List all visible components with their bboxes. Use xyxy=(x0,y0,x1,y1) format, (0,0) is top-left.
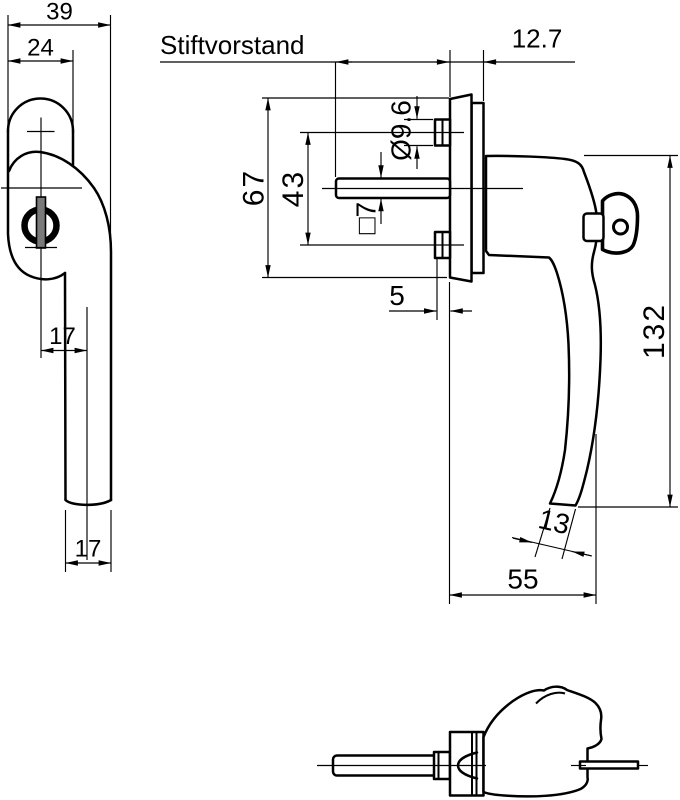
dim-plate-height: 67 xyxy=(238,97,449,279)
key-cylinder xyxy=(21,196,60,249)
key-bow-hole xyxy=(612,218,629,236)
dim-grip-width: 17 xyxy=(64,510,112,572)
dim-grip-offset: 17 xyxy=(40,307,88,560)
dim-spindle-square-label: □7 xyxy=(351,202,382,234)
bottom-view xyxy=(317,685,648,798)
dim-boss-protrusion-label: 5 xyxy=(389,280,405,311)
grip-left-edge xyxy=(63,271,67,502)
extension-line xyxy=(534,507,551,558)
pin-protrusion-label: Stiftvorstand xyxy=(160,30,305,60)
dim-boss-diameter-label: Ø9.6 xyxy=(386,100,417,161)
front-view: 39 24 17 xyxy=(1,0,113,572)
handle-lobe-outline xyxy=(6,129,67,281)
dim-grip-thickness-label: 13 xyxy=(535,503,572,540)
dim-rosette-width: 24 xyxy=(7,35,74,64)
extension-line xyxy=(561,508,577,560)
side-view: Stiftvorstand 12.7 67 43 Ø xyxy=(160,24,678,604)
thumb-rest-line xyxy=(535,691,566,705)
dim-boss-diameter: Ø9.6 xyxy=(386,96,433,169)
keyway-housing xyxy=(582,212,605,243)
key xyxy=(582,191,640,255)
dim-rosette-width-label: 24 xyxy=(27,35,54,62)
handle-side-outline xyxy=(484,154,603,507)
handle-bottom-outline xyxy=(482,685,603,798)
dim-handle-length-label: 132 xyxy=(638,303,671,359)
arrowhead-line xyxy=(571,550,592,557)
dim-pin-protrusion: Stiftvorstand 12.7 xyxy=(160,24,575,177)
dim-overall-width: 39 xyxy=(7,0,111,28)
dim-screw-spacing-label: 43 xyxy=(277,170,310,207)
dim-screw-spacing: 43 xyxy=(277,132,311,246)
keyway-slot xyxy=(35,196,47,249)
dim-overall-width-label: 39 xyxy=(46,0,73,26)
dim-projection-label: 55 xyxy=(507,564,538,595)
grip-bottom-edge xyxy=(64,498,113,507)
dim-handle-length: 132 xyxy=(578,154,678,508)
dim-grip-width-label: 17 xyxy=(75,536,102,563)
dim-projection: 55 xyxy=(448,282,597,604)
dim-grip-offset-label: 17 xyxy=(49,323,76,350)
rosette-top-arc xyxy=(6,97,75,133)
dim-plate-height-label: 67 xyxy=(238,169,271,206)
dim-grip-thickness: 13 xyxy=(511,503,593,560)
dim-spindle-square: □7 xyxy=(351,152,384,234)
rosette-block xyxy=(448,730,485,797)
dim-boss-protrusion: 5 xyxy=(389,259,472,320)
handle-neck-outline xyxy=(7,150,113,502)
key-shank xyxy=(578,760,640,770)
dim-plate-thickness-label: 12.7 xyxy=(512,24,563,54)
arrowhead-line xyxy=(512,537,532,543)
